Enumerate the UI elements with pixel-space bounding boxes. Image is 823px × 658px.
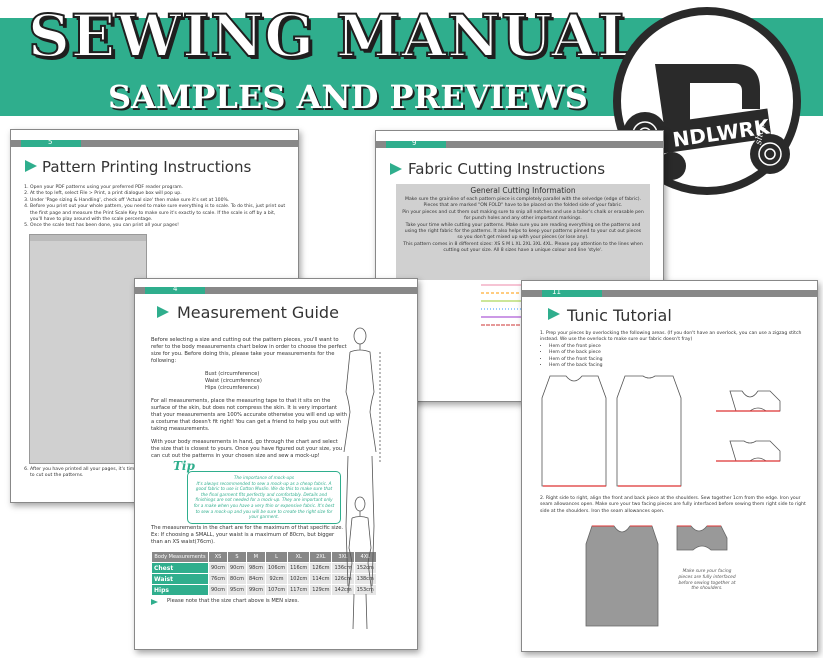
table-header: M	[245, 551, 266, 563]
title-arrow-icon	[25, 160, 37, 172]
measure-item: Waist (circumference)	[205, 378, 262, 384]
table-row: Waist 76cm 80cm 84cm 92cm 102cm 114cm 12…	[151, 573, 377, 585]
print-dialog-screenshot	[29, 234, 147, 464]
paragraph: With your body measurements in hand, go …	[151, 439, 343, 459]
box-item: Pin your pieces and cut them out making …	[402, 209, 644, 222]
box-item: Take your time while cutting your patter…	[404, 222, 642, 241]
tunic-pieces-diagram	[541, 375, 781, 487]
page-number: 11	[552, 288, 561, 296]
tunic-note: Make sure your facing pieces are fully i…	[678, 569, 736, 592]
step: At the top left, select File > Print, a …	[30, 191, 286, 197]
intro-paragraph: Before selecting a size and cutting out …	[151, 337, 347, 364]
page-title: Pattern Printing Instructions	[42, 158, 252, 176]
title-arrow-icon	[157, 306, 169, 318]
page-tunic: 11 Tunic Tutorial 1. Prep your pieces by…	[521, 280, 818, 652]
box-item: Pieces that are marked "ON FOLD" have to…	[423, 203, 623, 209]
step: Once the scale test has been done, you c…	[30, 223, 286, 229]
table-row: Chest 90cm 90cm 98cm 106cm 116cm 126cm 1…	[151, 562, 377, 574]
box-item: Make sure the grainline of each pattern …	[405, 197, 641, 202]
table-header: 2XL	[309, 551, 333, 563]
page-number: 4	[173, 285, 178, 293]
page-number: 5	[48, 138, 53, 146]
tip-text: It's always recommended to sew a mock-up…	[193, 480, 335, 520]
page-cutting: 9 Fabric Cutting Instructions General Cu…	[375, 130, 664, 402]
paragraph: For all measurements, place the measurin…	[151, 398, 348, 432]
list-item: Hem of the front piece	[549, 344, 810, 350]
size-chart-note: Please note that the size chart above is…	[167, 598, 300, 604]
body-figure-illustration	[343, 327, 381, 630]
printing-steps: Open your PDF patterns using your prefer…	[21, 185, 286, 230]
measure-item: Hips (circumference)	[205, 385, 260, 391]
table-header: Body Measurements	[151, 551, 209, 563]
step: Before you print out your whole pattern,…	[30, 204, 286, 223]
tip-label: Tip	[173, 459, 195, 473]
step: After you have printed all your pages, i…	[30, 467, 141, 480]
tip-title: The importance of mock-ups	[233, 475, 295, 480]
measure-item: Bust (circumference)	[205, 371, 260, 377]
step: Open your PDF patterns using your prefer…	[30, 185, 286, 191]
printing-steps-b: After you have printed all your pages, i…	[21, 467, 141, 480]
box-item: This pattern comes in 8 different sizes:…	[403, 241, 643, 254]
manual-subtitle: SAMPLES AND PREVIEWS	[108, 78, 588, 116]
table-header: XS	[208, 551, 228, 563]
list-item: Hem of the front facing	[549, 357, 810, 363]
note-arrow-icon	[151, 599, 158, 605]
page-title: Measurement Guide	[177, 303, 339, 322]
logo-sub: shop	[754, 122, 768, 145]
step: Under 'Page sizing & Handling', check of…	[30, 198, 286, 204]
tunic-step-2: 2. Right side to right, align the front …	[540, 496, 806, 514]
page-title: Fabric Cutting Instructions	[408, 160, 606, 178]
tunic-sewn-diagram	[585, 525, 728, 627]
list-item: Hem of the back facing	[549, 363, 810, 369]
table-header: S	[226, 551, 247, 563]
chart-note: The measurements in the chart are for th…	[151, 525, 344, 545]
box-title: General Cutting Information	[470, 186, 576, 195]
manual-title: SEWING MANUAL	[27, 1, 639, 71]
tunic-intro: 1. Prep your pieces by overlocking the f…	[540, 331, 810, 369]
cutting-info-box: General Cutting Information Make sure th…	[396, 184, 650, 280]
title-arrow-icon	[390, 163, 402, 175]
list-item: Hem of the back piece	[549, 350, 810, 356]
page-title: Tunic Tutorial	[567, 306, 672, 325]
table-header: XL	[287, 551, 311, 563]
page-number: 9	[412, 139, 417, 147]
page-measurement: 4 Measurement Guide Before selecting a s…	[134, 278, 418, 650]
table-row: Hips 90cm 95cm 99cm 107cm 117cm 129cm 14…	[151, 584, 377, 596]
measurement-text: Before selecting a size and cutting out …	[151, 337, 347, 466]
tip-box: The importance of mock-ups It's always r…	[187, 471, 341, 524]
table-header: L	[264, 551, 289, 563]
size-chart-table: Body Measurements XS S M L XL 2XL 3XL 4X…	[151, 551, 377, 596]
title-arrow-icon	[548, 308, 560, 320]
